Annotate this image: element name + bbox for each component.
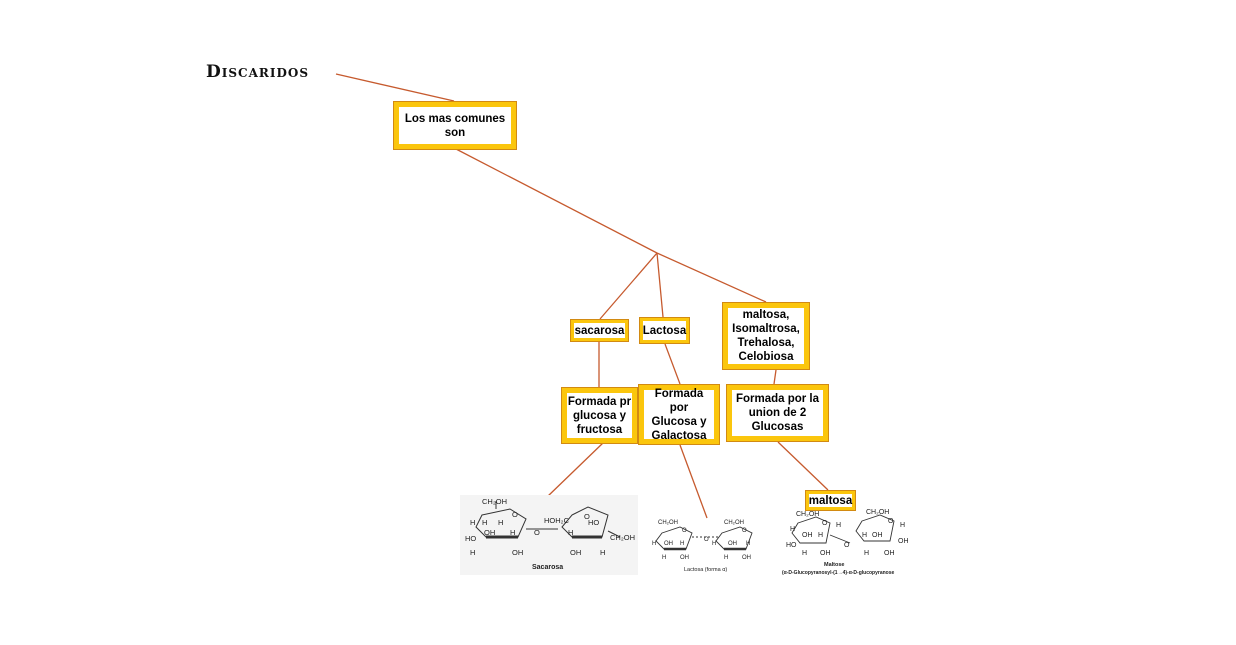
svg-text:H: H [790,526,795,533]
svg-text:CH₂OH: CH₂OH [610,533,635,542]
svg-text:H: H [662,555,666,561]
svg-text:OH: OH [872,532,883,539]
node-sacarosa: sacarosa [570,319,629,342]
svg-text:OH: OH [898,538,909,545]
svg-text:H: H [510,528,515,537]
sacarosa-caption: Sacarosa [532,564,563,571]
svg-text:H: H [862,532,867,539]
svg-text:H: H [746,541,750,547]
node-maltosa-group: maltosa, Isomaltrosa, Trehalosa, Celobio… [722,302,810,370]
svg-text:HO: HO [786,542,797,549]
connector-root-hub [455,148,658,254]
svg-text:H: H [836,522,841,529]
connector-sacarosa-mol [546,441,605,498]
node-maltosa-group-label: maltosa, Isomaltrosa, Trehalosa, Celobio… [728,308,804,364]
diagram-title: Discaridos [206,62,309,82]
svg-text:O: O [704,537,709,543]
svg-text:H: H [802,550,807,557]
svg-text:H: H [470,518,475,527]
svg-text:H: H [498,518,503,527]
svg-text:H: H [568,528,573,537]
connector-hub-lactosa [656,252,664,318]
svg-text:CH₂OH: CH₂OH [658,520,678,526]
svg-text:OH: OH [820,550,831,557]
svg-text:OH: OH [680,555,689,561]
node-sacarosa-desc-label: Formada pr glucosa y fructosa [567,393,632,438]
svg-text:OH: OH [884,550,895,557]
svg-text:HO: HO [465,534,476,543]
node-sacarosa-desc: Formada pr glucosa y fructosa [561,387,638,444]
maltose-structure-image: CH₂OH O H H HO OH H H OH O CH₂OH O H H O… [782,509,909,576]
svg-text:OH: OH [802,532,813,539]
connector-hub-maltosa-group [656,252,767,303]
sacarosa-structure-image: CH₂OH O H H H HO OH H H OH O HOH₂C O H H… [460,495,638,575]
svg-text:O: O [584,512,590,521]
connector-hub-sacarosa [599,252,658,320]
svg-text:O: O [888,518,894,525]
svg-text:H: H [818,532,823,539]
svg-text:O: O [844,542,850,549]
node-maltosa-desc: Formada por la union de 2 Glucosas [726,384,829,442]
connector-maltosa-desc-maltosa [777,441,829,491]
connector-maltosa-group-desc [773,369,777,385]
node-sacarosa-label: sacarosa [574,323,625,338]
node-lactosa-desc: Formada por Glucosa y Galactosa [638,384,720,445]
svg-text:O: O [822,520,828,527]
node-maltosa-desc-label: Formada por la union de 2 Glucosas [732,390,823,436]
lactosa-structure-image: CH₂OH O H OH H O CH₂OH O H OH H H OH H O… [652,520,753,573]
node-lactosa-label: Lactosa [643,321,686,340]
svg-text:H: H [600,548,605,557]
svg-text:OH: OH [742,555,751,561]
svg-text:O: O [534,528,540,537]
connector-title-root [335,73,455,102]
maltose-subcaption: (α-D-Glucopyranosyl-(1→4)-α-D-glucopyran… [782,570,894,576]
maltose-caption: Maltose [824,562,844,568]
node-root-label: Los mas comunes son [399,107,511,144]
svg-text:OH: OH [484,528,495,537]
svg-text:H: H [470,548,475,557]
svg-text:OH: OH [570,548,581,557]
svg-text:HOH₂C: HOH₂C [544,516,570,525]
svg-text:CH₂OH: CH₂OH [482,497,507,506]
svg-text:H: H [900,522,905,529]
node-lactosa: Lactosa [639,317,690,344]
connector-lactosa-desc [664,343,681,385]
svg-text:HO: HO [588,518,599,527]
connector-lactosa-mol [679,444,708,519]
node-root: Los mas comunes son [393,101,517,150]
svg-text:H: H [712,541,716,547]
node-maltosa: maltosa [805,490,856,511]
svg-text:O: O [512,510,518,519]
svg-text:H: H [680,541,684,547]
svg-text:O: O [742,528,747,534]
svg-text:CH₂OH: CH₂OH [866,509,889,516]
svg-text:H: H [724,555,728,561]
svg-text:OH: OH [728,541,737,547]
svg-text:H: H [482,518,487,527]
lactosa-caption: Lactosa (forma α) [684,567,727,573]
svg-text:CH₂OH: CH₂OH [796,511,819,518]
svg-text:O: O [682,528,687,534]
svg-text:OH: OH [512,548,523,557]
node-lactosa-desc-label: Formada por Glucosa y Galactosa [644,388,714,442]
svg-text:OH: OH [664,541,673,547]
svg-text:H: H [864,550,869,557]
svg-text:H: H [652,541,656,547]
node-maltosa-label: maltosa [808,494,853,507]
svg-text:CH₂OH: CH₂OH [724,520,744,526]
